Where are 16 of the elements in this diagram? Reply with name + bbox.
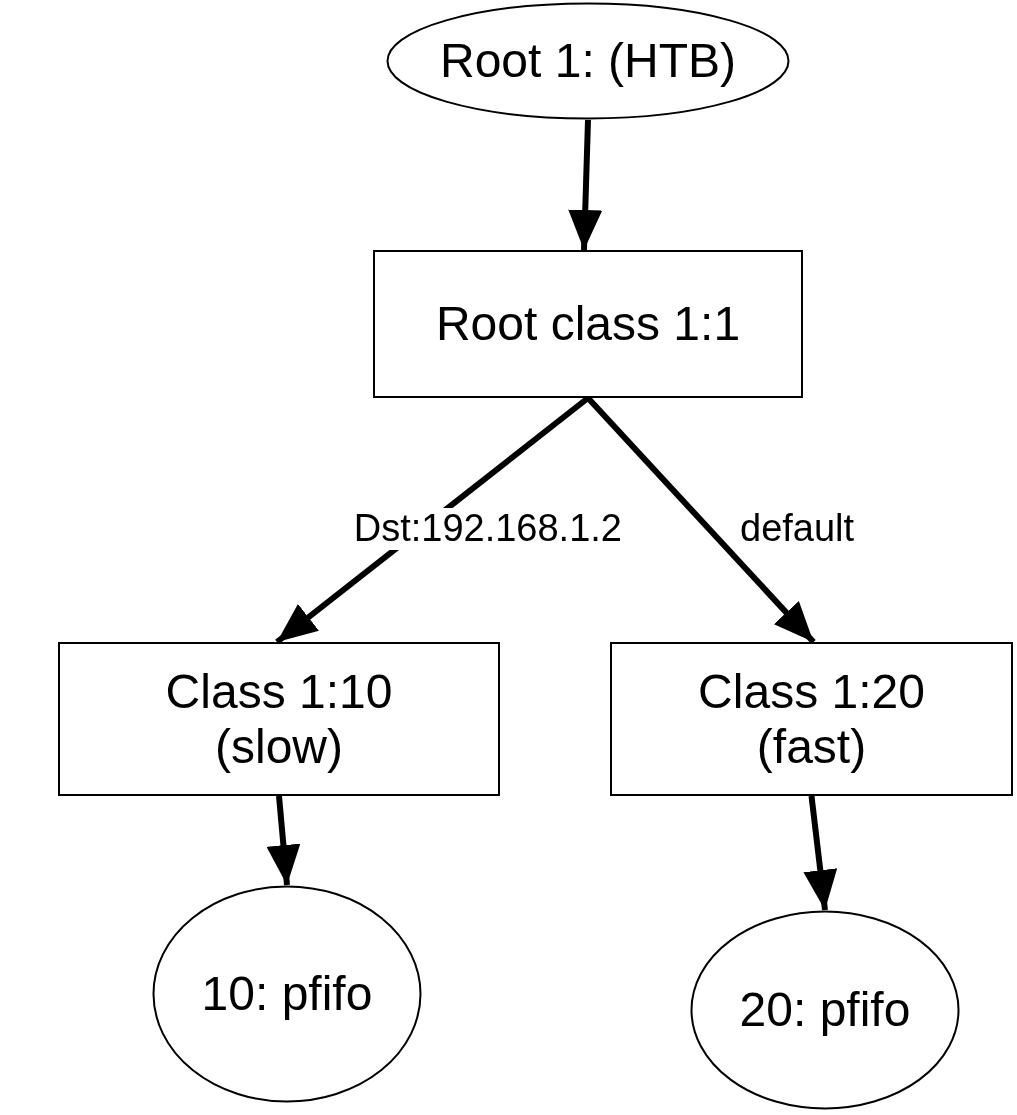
edge-label: Dst:192.168.1.2 (353, 508, 622, 550)
qdisc-ellipse (152, 885, 422, 1103)
node-label: Root class 1:1 (435, 296, 741, 352)
class-box (610, 642, 1013, 796)
node-label: Class 1:10 (slow) (164, 663, 394, 775)
node-label: 20: pfifo (739, 982, 911, 1038)
node-label: 10: pfifo (201, 966, 373, 1022)
arrow (803, 795, 838, 911)
node-label: Class 1:20 (fast) (697, 663, 926, 775)
arrow (568, 119, 603, 251)
node-label: Root 1: (HTB) (439, 33, 737, 89)
arrow (266, 795, 301, 886)
qdisc-ellipse (690, 910, 960, 1110)
class-box (373, 250, 803, 398)
class-box (58, 642, 500, 796)
qdisc-ellipse (386, 2, 790, 120)
